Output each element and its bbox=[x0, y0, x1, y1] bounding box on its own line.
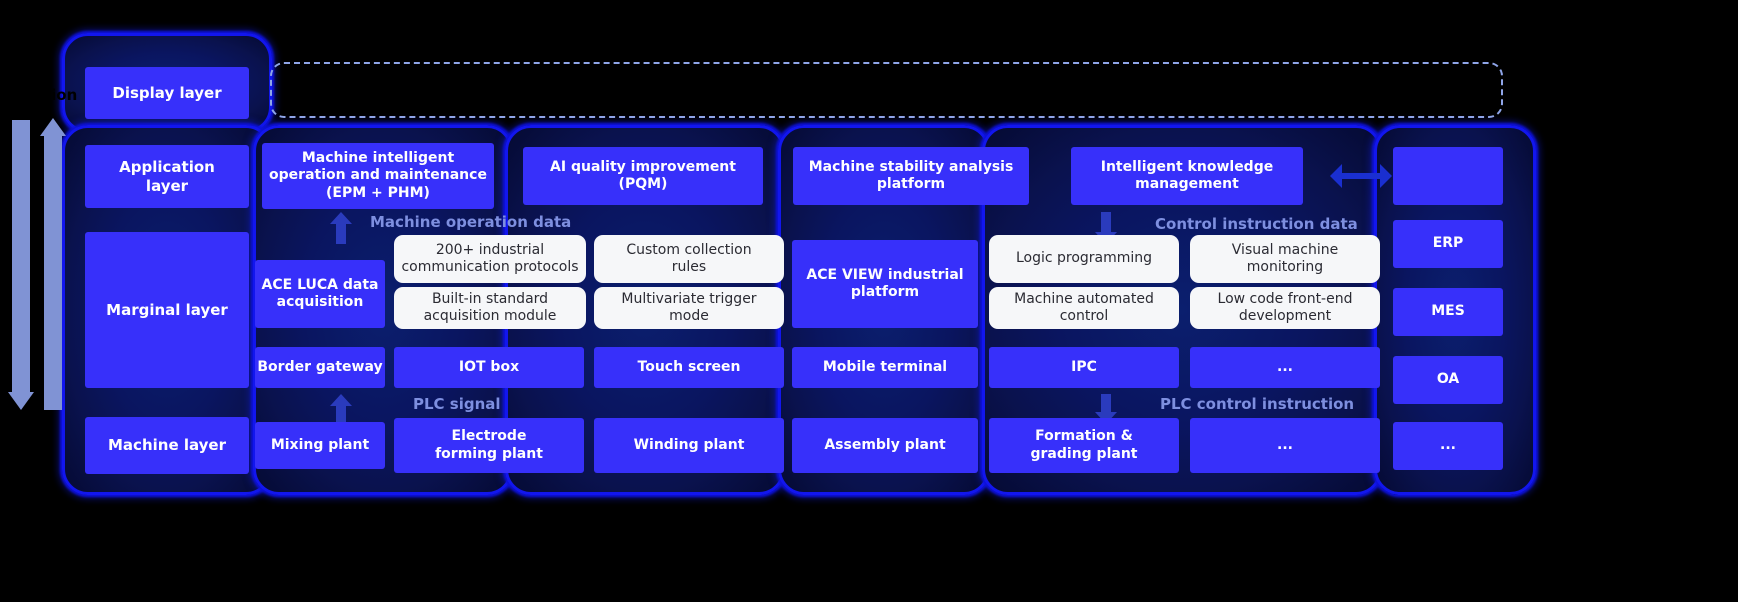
card-low-code-frontend-development[interactable]: Low code front-end development bbox=[1190, 287, 1380, 329]
machine-more[interactable]: ... bbox=[1190, 418, 1380, 473]
display-layer-dashed-region bbox=[270, 62, 1503, 118]
right-system-more[interactable]: ... bbox=[1393, 422, 1503, 470]
ace-view-industrial-platform-box[interactable]: ACE VIEW industrial platform bbox=[792, 240, 978, 328]
right-system-mes[interactable]: MES bbox=[1393, 288, 1503, 336]
down-flow-arrow bbox=[8, 120, 34, 410]
device-border-gateway[interactable]: Border gateway bbox=[255, 347, 385, 388]
card-logic-programming[interactable]: Logic programming bbox=[989, 235, 1179, 283]
machine-winding-plant[interactable]: Winding plant bbox=[594, 418, 784, 473]
device-ipc[interactable]: IPC bbox=[989, 347, 1179, 388]
app-item-ai-quality-improvement[interactable]: AI quality improvement (PQM) bbox=[523, 147, 763, 205]
bidirectional-connector-icon bbox=[1330, 164, 1392, 188]
up-flow-arrow bbox=[40, 118, 66, 410]
device-iot-box[interactable]: IOT box bbox=[394, 347, 584, 388]
plc-signal-arrow-icon bbox=[330, 394, 352, 424]
machine-assembly-plant[interactable]: Assembly plant bbox=[792, 418, 978, 473]
layer-label-display: Display layer bbox=[85, 67, 249, 119]
machine-mixing-plant[interactable]: Mixing plant bbox=[255, 422, 385, 469]
flow-label-machine-operation-data: Machine operation data bbox=[370, 213, 572, 231]
machine-operation-data-arrow-icon bbox=[330, 212, 352, 244]
flow-label-plc-control-instruction: PLC control instruction bbox=[1160, 395, 1355, 413]
card-multivariate-trigger-mode[interactable]: Multivariate trigger mode bbox=[594, 287, 784, 329]
device-mobile-terminal[interactable]: Mobile terminal bbox=[792, 347, 978, 388]
device-touch-screen[interactable]: Touch screen bbox=[594, 347, 784, 388]
layer-label-machine: Machine layer bbox=[85, 417, 249, 474]
card-industrial-protocols[interactable]: 200+ industrial communication protocols bbox=[394, 235, 586, 283]
flow-label-control-instruction-data: Control instruction data bbox=[1155, 215, 1358, 233]
other-systems-box[interactable] bbox=[1393, 147, 1503, 205]
card-custom-collection-rules[interactable]: Custom collection rules bbox=[594, 235, 784, 283]
ace-luca-data-acquisition-box[interactable]: ACE LUCA data acquisition bbox=[255, 260, 385, 328]
app-item-machine-stability-analysis[interactable]: Machine stability analysis platform bbox=[793, 147, 1029, 205]
app-item-intelligent-knowledge-management[interactable]: Intelligent knowledge management bbox=[1071, 147, 1303, 205]
right-system-erp[interactable]: ERP bbox=[1393, 220, 1503, 268]
layer-label-application: Application layer bbox=[85, 145, 249, 208]
right-system-oa[interactable]: OA bbox=[1393, 356, 1503, 404]
flow-label-plc-signal: PLC signal bbox=[413, 395, 501, 413]
machine-formation-grading-plant[interactable]: Formation & grading plant bbox=[989, 418, 1179, 473]
partial-side-text: tion bbox=[44, 86, 78, 104]
card-builtin-standard-acquisition-module[interactable]: Built-in standard acquisition module bbox=[394, 287, 586, 329]
device-more[interactable]: ... bbox=[1190, 347, 1380, 388]
app-item-machine-intelligent-om[interactable]: Machine intelligent operation and mainte… bbox=[262, 143, 494, 209]
card-machine-automated-control[interactable]: Machine automated control bbox=[989, 287, 1179, 329]
card-visual-machine-monitoring[interactable]: Visual machine monitoring bbox=[1190, 235, 1380, 283]
layer-label-marginal: Marginal layer bbox=[85, 232, 249, 388]
machine-electrode-forming-plant[interactable]: Electrode forming plant bbox=[394, 418, 584, 473]
